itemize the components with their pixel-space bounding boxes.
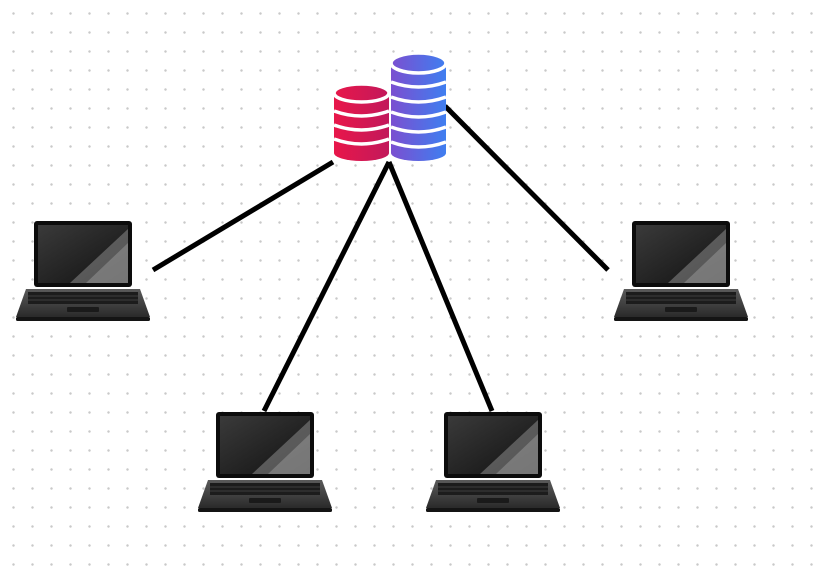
database-stack-blue xyxy=(389,51,448,161)
connection-lines xyxy=(151,104,610,413)
laptop-icon[interactable] xyxy=(613,220,749,322)
database-icon[interactable] xyxy=(332,51,448,161)
connector-database-to-laptop-right xyxy=(443,104,610,272)
laptop-icon[interactable] xyxy=(15,220,151,322)
laptop-icon[interactable] xyxy=(425,411,561,513)
connector-database-to-laptop-bottom-left xyxy=(261,160,392,413)
connector-database-to-laptop-bottom-right xyxy=(386,161,495,412)
laptop-icon[interactable] xyxy=(197,411,333,513)
connector-database-to-laptop-left xyxy=(151,159,335,273)
database-stack-red xyxy=(332,82,391,161)
